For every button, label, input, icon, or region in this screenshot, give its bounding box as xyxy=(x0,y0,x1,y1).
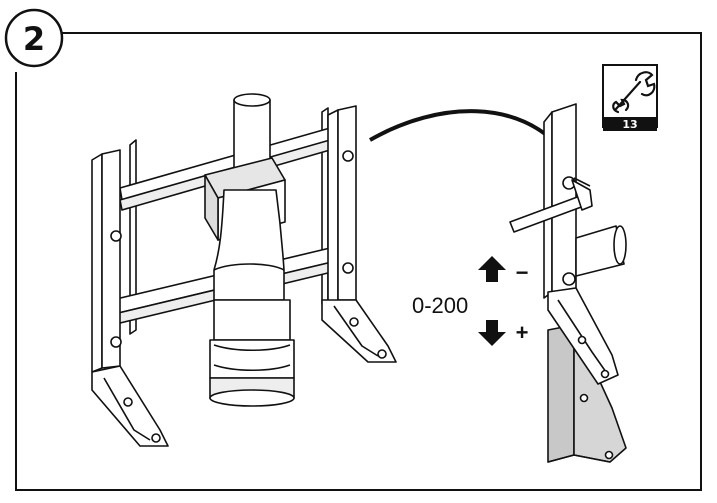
raise-sign: − xyxy=(516,260,529,285)
step-number: 2 xyxy=(23,20,45,58)
panel-frame xyxy=(15,32,702,491)
tool-indicator: 13 xyxy=(602,64,658,131)
leg-detail xyxy=(543,103,627,463)
wrench-icon xyxy=(612,71,656,114)
tool-size-label: 13 xyxy=(622,118,637,131)
arrow-down-icon xyxy=(478,320,506,346)
zoom-arrow xyxy=(369,109,568,162)
lower-sign: + xyxy=(516,320,529,345)
height-adjustment: − 0-200 + xyxy=(412,256,528,346)
step-badge: 2 xyxy=(4,8,64,68)
toilet-frame-assembly xyxy=(91,93,397,447)
arrow-up-icon xyxy=(478,256,506,282)
hex-key xyxy=(509,177,593,233)
range-label: 0-200 xyxy=(412,293,468,318)
